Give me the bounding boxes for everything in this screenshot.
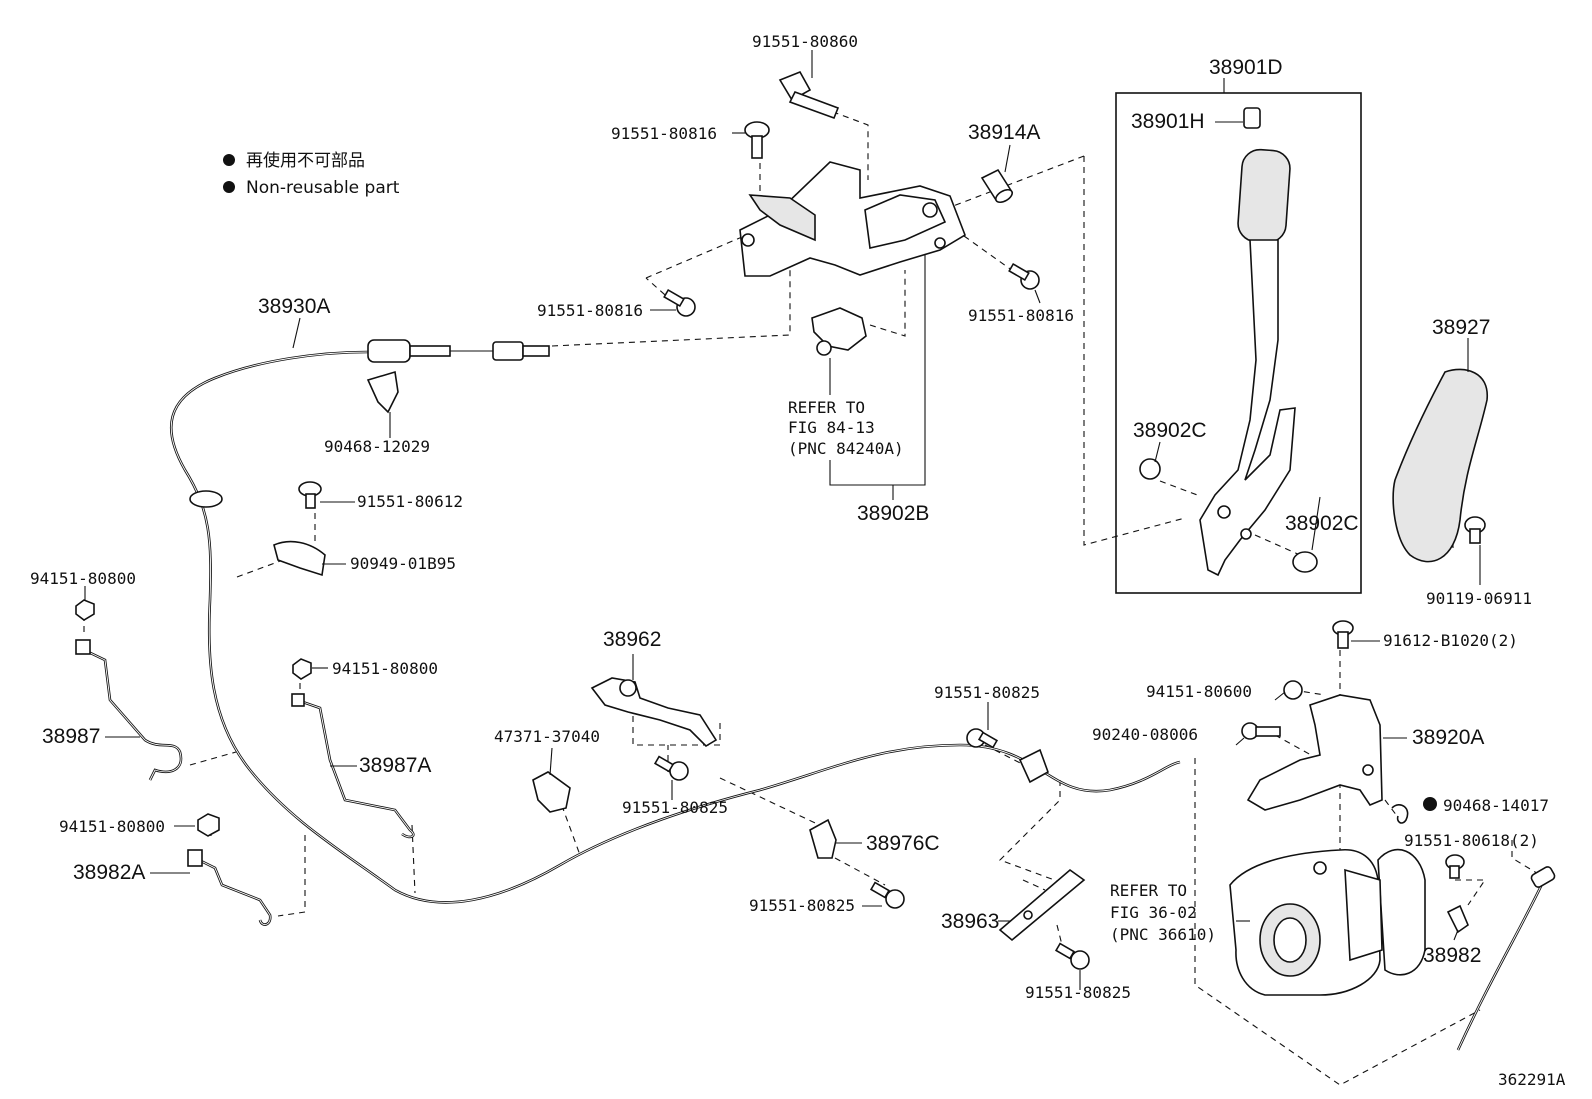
nut-94151-80800-b-icon [292, 658, 312, 680]
lever-assembly-box [1115, 92, 1362, 594]
clamp-47371-37040-icon [532, 771, 571, 813]
bolt-91551-80825-a-icon [653, 755, 689, 781]
label-91551-80825-a: 91551-80825 [622, 798, 728, 817]
label-38982: 38982 [1423, 944, 1481, 967]
bolt-91551-80612-icon [298, 481, 322, 509]
cable-end-housing [367, 339, 411, 363]
label-38963: 38963 [941, 910, 999, 933]
bolt-91551-80618-icon [1445, 854, 1465, 879]
non-reusable-marker-icon [223, 181, 235, 193]
refer-36-02-line3: (PNC 36610) [1110, 925, 1216, 944]
bolt-91551-80860-icon [778, 70, 840, 120]
label-91551-80825-d: 91551-80825 [1025, 983, 1131, 1002]
leader-lines [84, 50, 1481, 990]
legend: 再使用不可部品 Non-reusable part [223, 150, 400, 198]
bushing-38902C-right-icon [1292, 551, 1318, 573]
bolt-91612-B1020-icon [1332, 620, 1354, 649]
bolt-91551-80816-right-icon [1008, 262, 1040, 290]
label-38976C: 38976C [866, 832, 940, 855]
cable-grommet [189, 490, 223, 508]
label-38920A: 38920A [1412, 726, 1484, 749]
refer-84-13-line3: (PNC 84240A) [788, 439, 904, 458]
part-labels: 91551-80860 91551-80816 38914A 91551-808… [30, 32, 1566, 1089]
bracket-38963-icon [998, 868, 1086, 942]
label-90119-06911: 90119-06911 [1426, 589, 1532, 608]
label-94151-80600: 94151-80600 [1146, 682, 1252, 701]
label-38962: 38962 [603, 628, 661, 651]
figure-id: 362291A [1498, 1070, 1566, 1089]
rod-38987A-icon [291, 693, 415, 839]
clip-38982-icon [1446, 904, 1469, 934]
label-91551-80816-top: 91551-80816 [611, 124, 717, 143]
label-38902C-left: 38902C [1133, 419, 1207, 442]
label-38914A: 38914A [968, 121, 1040, 144]
label-38987: 38987 [42, 725, 100, 748]
refer-36-02-line1: REFER TO [1110, 881, 1187, 900]
label-38987A: 38987A [359, 754, 431, 777]
bracket-38902B-icon [739, 161, 966, 277]
label-90468-14017: 90468-14017 [1443, 796, 1549, 815]
label-91551-80612: 91551-80612 [357, 492, 463, 511]
bushing-38902C-left-icon [1139, 458, 1161, 480]
bolt-90240-08006-icon [1241, 722, 1281, 740]
label-38902B: 38902B [857, 502, 929, 525]
label-91612-B1020: 91612-B1020(2) [1383, 631, 1518, 650]
cable-end-nut [492, 341, 524, 361]
nut-94151-80800-a-icon [75, 599, 95, 621]
label-91551-80816-right: 91551-80816 [968, 306, 1074, 325]
nut-94151-80800-c-icon [197, 813, 220, 837]
label-38901D: 38901D [1209, 56, 1283, 79]
bolt-91551-80825-d-icon [1054, 942, 1090, 970]
brake-caliper-icon [1229, 848, 1426, 996]
bracket-90949-01B95-icon [273, 540, 326, 577]
label-90949-01B95: 90949-01B95 [350, 554, 456, 573]
parking-brake-lever-38901D-icon [1199, 107, 1296, 577]
cable-clamp-icon [1018, 748, 1049, 784]
bolt-91551-80816-left-icon [663, 288, 696, 317]
label-47371-37040: 47371-37040 [494, 727, 600, 746]
screw-90119-06911-icon [1464, 516, 1486, 544]
label-38982A: 38982A [73, 861, 145, 884]
bolt-91551-80825-c-icon [966, 728, 999, 749]
label-90240-08006: 90240-08006 [1092, 725, 1198, 744]
clip-90468-14017-icon [1391, 797, 1437, 824]
bolt-91551-80825-b-icon [869, 881, 905, 909]
cover-38927-icon [1392, 368, 1488, 563]
clamp-38976C-icon [809, 818, 837, 859]
label-90468-12029: 90468-12029 [324, 437, 430, 456]
label-91551-80618: 91551-80618(2) [1404, 831, 1539, 850]
non-reusable-marker-icon [223, 154, 235, 166]
legend-en: Non-reusable part [246, 178, 400, 198]
label-91551-80860: 91551-80860 [752, 32, 858, 51]
label-94151-80800-c: 94151-80800 [59, 817, 165, 836]
brake-switch-icon [811, 307, 867, 356]
label-38930A: 38930A [258, 295, 330, 318]
label-94151-80800-b: 94151-80800 [332, 659, 438, 678]
label-91551-80825-b: 91551-80825 [749, 896, 855, 915]
label-94151-80800-a: 94151-80800 [30, 569, 136, 588]
cable-38982 [1456, 866, 1556, 1051]
bolt-91551-80816-top-icon [744, 121, 770, 159]
label-38901H: 38901H [1131, 110, 1205, 133]
label-38927: 38927 [1432, 316, 1490, 339]
legend-jp: 再使用不可部品 [246, 150, 365, 171]
clip-90468-12029-icon [366, 370, 399, 414]
non-reusable-marker-icon [1423, 797, 1437, 811]
label-91551-80825-c: 91551-80825 [934, 683, 1040, 702]
refer-84-13-line1: REFER TO [788, 398, 865, 417]
nut-94151-80600-icon [1283, 680, 1303, 700]
refer-36-02-line2: FIG 36-02 [1110, 903, 1197, 922]
cable-38930A [170, 339, 1181, 904]
bracket-38962-icon [590, 677, 718, 748]
bracket-38920A-icon [1246, 694, 1383, 811]
rod-38987-icon [75, 639, 183, 781]
rod-38982A-icon [187, 849, 272, 926]
collar-38914A-icon [980, 168, 1014, 204]
label-38902C-right: 38902C [1285, 512, 1359, 535]
label-91551-80816-left: 91551-80816 [537, 301, 643, 320]
refer-84-13-line2: FIG 84-13 [788, 418, 875, 437]
